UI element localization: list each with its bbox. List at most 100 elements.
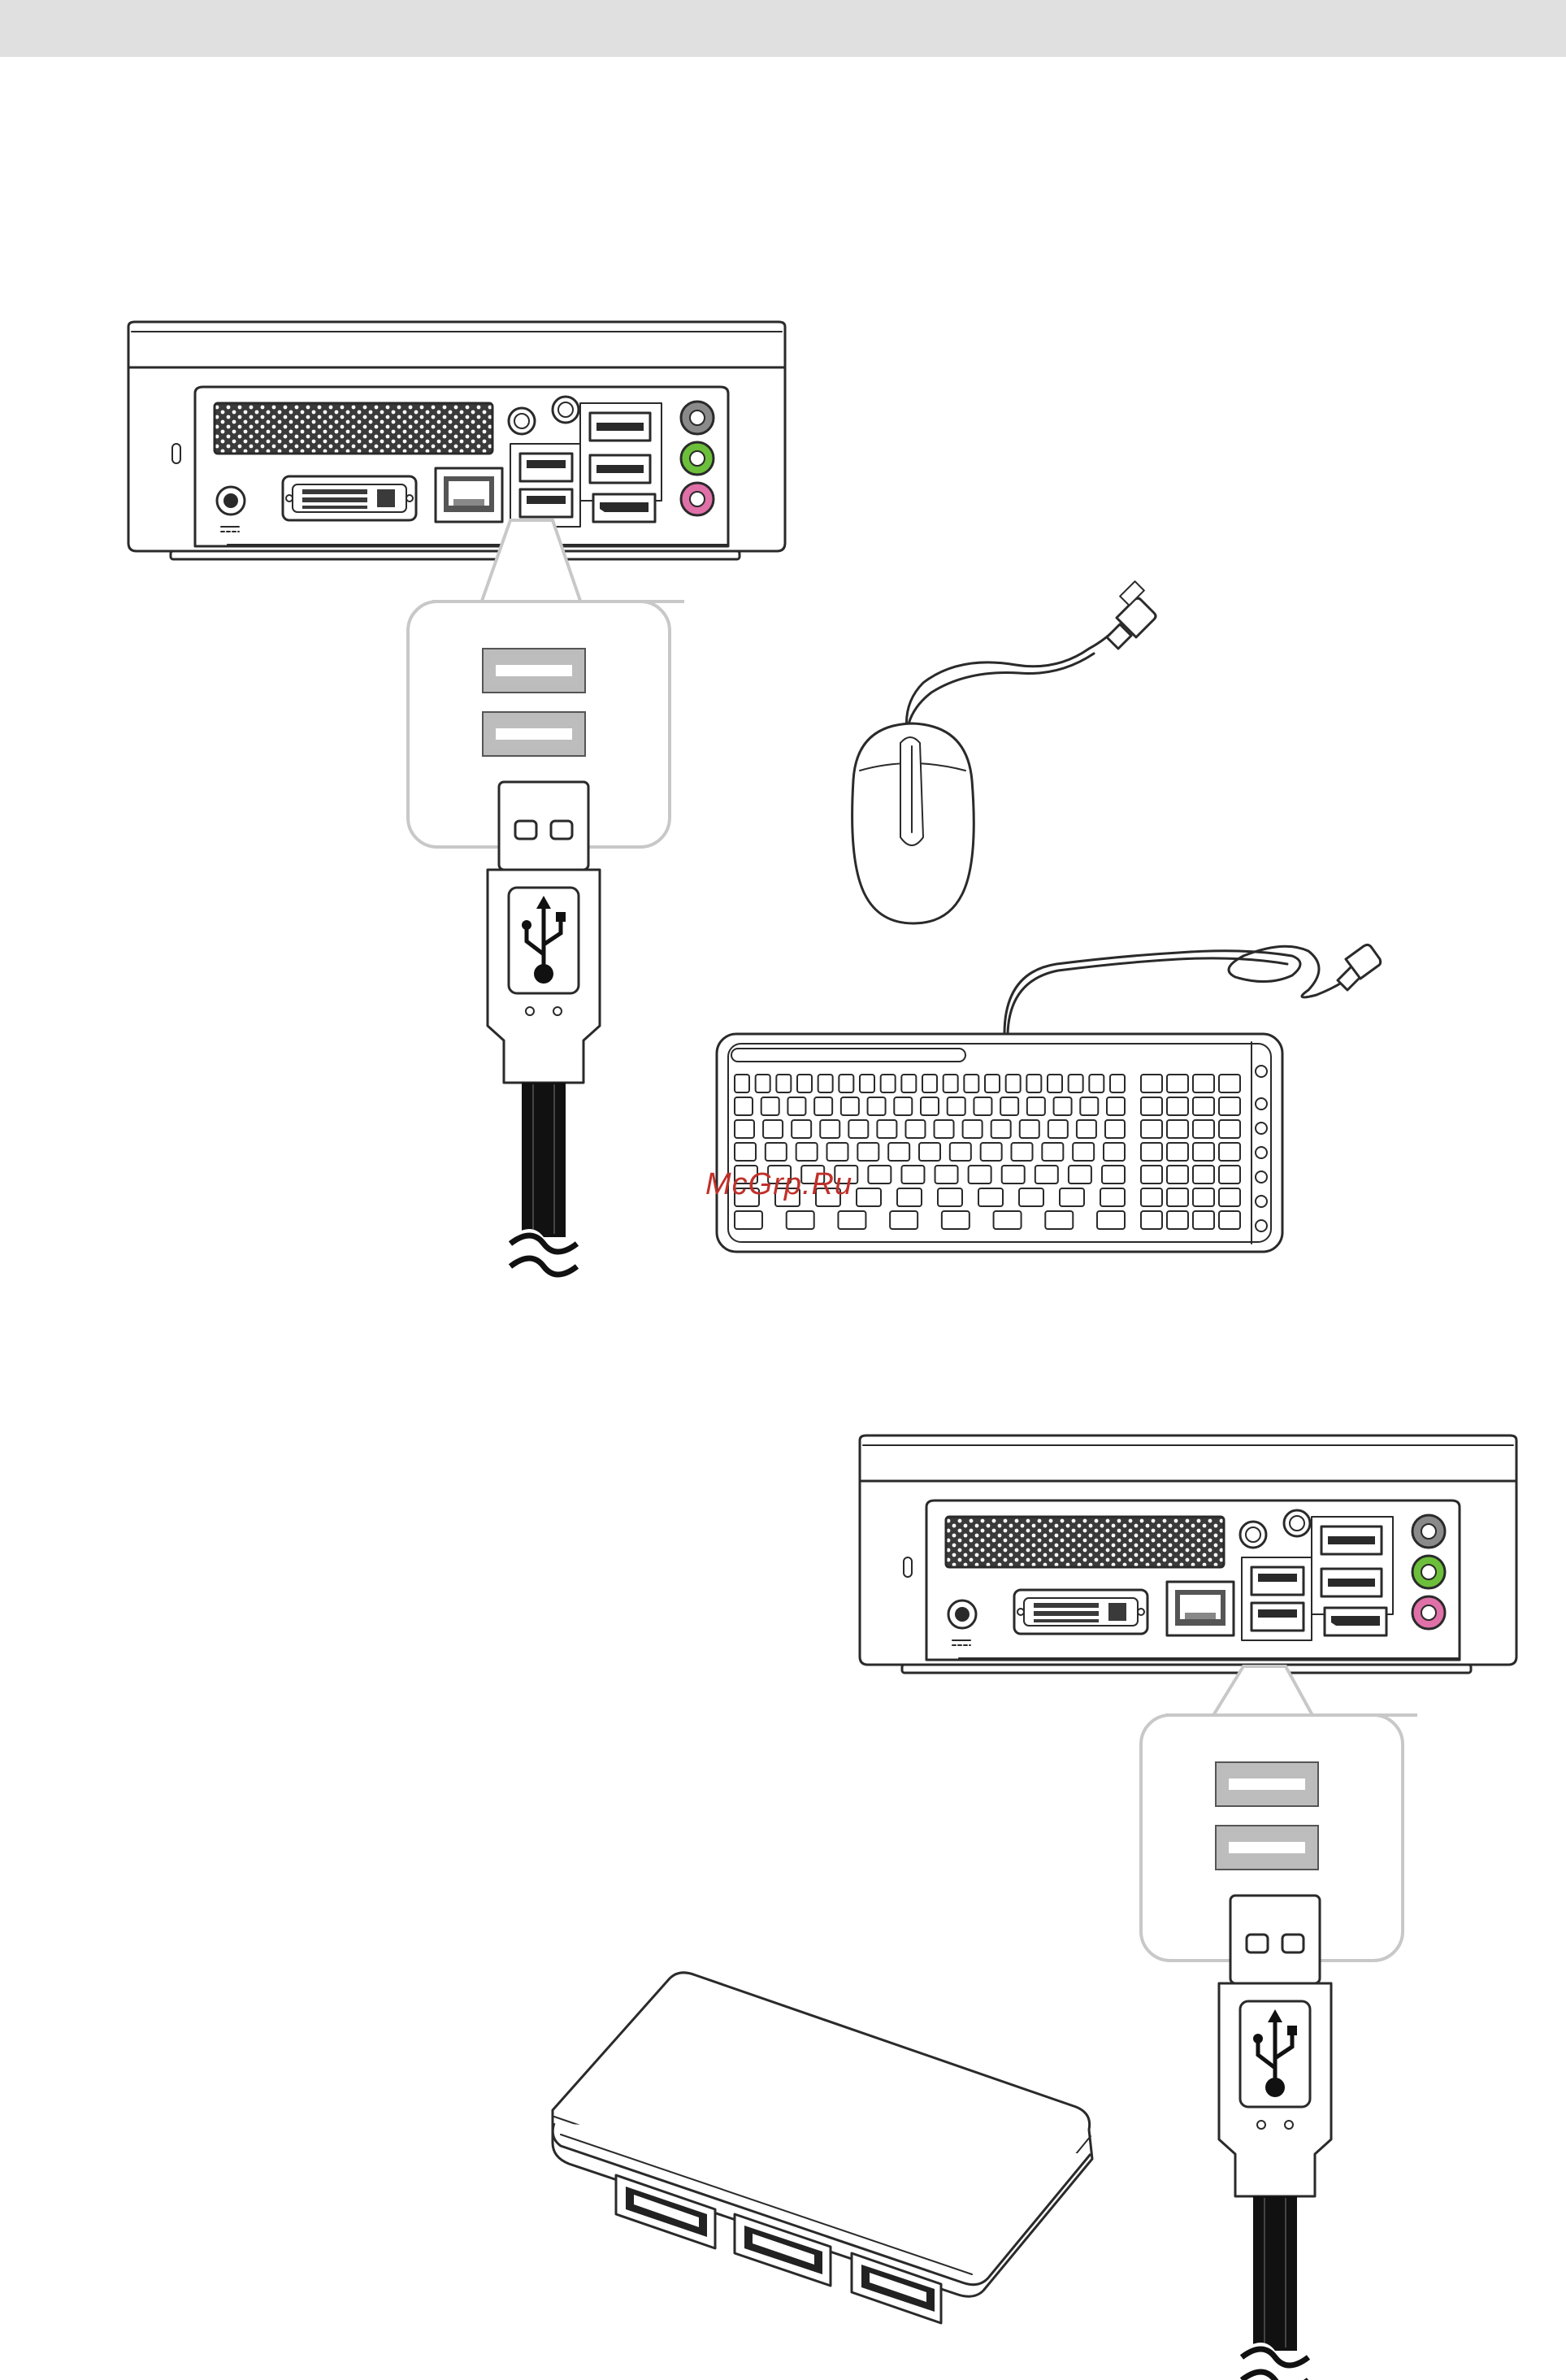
keyboard-key: [1141, 1166, 1162, 1183]
keyboard-key: [1035, 1166, 1058, 1183]
keyboard-key: [985, 1075, 1000, 1092]
keyboard-key: [756, 1075, 770, 1092]
keyboard-key: [938, 1188, 962, 1206]
keyboard-key: [761, 1097, 779, 1115]
keyboard-key: [1020, 1120, 1039, 1138]
keyboard-key: [905, 1120, 925, 1138]
keyboard-key: [1141, 1120, 1162, 1138]
keyboard-key: [797, 1075, 812, 1092]
keyboard-key: [1193, 1075, 1214, 1092]
keyboard-key: [1102, 1166, 1125, 1183]
keyboard-key: [901, 1075, 916, 1092]
keyboard-key: [1141, 1143, 1162, 1161]
keyboard-key: [944, 1075, 958, 1092]
keyboard-key: [894, 1097, 912, 1115]
keyboard-key: [1193, 1120, 1214, 1138]
usb-plug-icon: [488, 782, 600, 1275]
keyboard-key: [1069, 1166, 1091, 1183]
keyboard-key: [877, 1120, 896, 1138]
keyboard-key: [1048, 1075, 1062, 1092]
keyboard-key: [1219, 1143, 1240, 1161]
usb-hub-icon: [553, 1973, 1092, 2323]
keyboard-key: [881, 1075, 896, 1092]
keyboard-key: [1000, 1097, 1018, 1115]
keyboard-key: [1193, 1211, 1214, 1229]
keyboard-key: [868, 1097, 886, 1115]
keyboard-key: [890, 1211, 917, 1229]
keyboard-key: [1107, 1097, 1125, 1115]
keyboard-key: [860, 1075, 874, 1092]
keyboard-key: [868, 1166, 891, 1183]
keyboard-key: [1219, 1166, 1240, 1183]
keyboard-key: [1006, 1075, 1021, 1092]
keyboard-key: [763, 1120, 783, 1138]
keyboard-key: [792, 1120, 811, 1138]
keyboard-key: [922, 1075, 937, 1092]
keyboard-key: [1104, 1143, 1125, 1161]
keyboard-key: [1167, 1120, 1188, 1138]
keyboard-key: [888, 1143, 909, 1161]
keyboard-key: [1193, 1143, 1214, 1161]
keyboard-key: [814, 1097, 832, 1115]
watermark: McGrp.Ru: [705, 1167, 852, 1202]
keyboard-key: [1048, 1120, 1068, 1138]
keyboard-key: [1019, 1188, 1043, 1206]
keyboard-key: [1105, 1120, 1125, 1138]
keyboard-key: [787, 1211, 814, 1229]
keyboard-key: [1167, 1075, 1188, 1092]
keyboard-key: [839, 1075, 853, 1092]
keyboard-key: [838, 1211, 865, 1229]
keyboard-key: [1219, 1120, 1240, 1138]
keyboard-key: [1219, 1188, 1240, 1206]
keyboard-key: [1141, 1097, 1162, 1115]
keyboard-key: [1167, 1143, 1188, 1161]
keyboard-key: [820, 1120, 839, 1138]
keyboard-icon: [717, 945, 1381, 1252]
keyboard-key: [735, 1211, 762, 1229]
keyboard-key: [735, 1120, 754, 1138]
keyboard-key: [796, 1143, 818, 1161]
keyboard-key: [901, 1166, 924, 1183]
keyboard-key: [919, 1143, 940, 1161]
keyboard-key: [848, 1120, 868, 1138]
keyboard-key: [963, 1120, 983, 1138]
keyboard-key: [1080, 1097, 1098, 1115]
keyboard-key: [1060, 1188, 1084, 1206]
keyboard-key: [942, 1211, 970, 1229]
keyboard-key: [766, 1143, 787, 1161]
keyboard-key: [950, 1143, 971, 1161]
keyboard-key: [735, 1075, 749, 1092]
keyboard-key: [1077, 1120, 1096, 1138]
keyboard-key: [1141, 1075, 1162, 1092]
keyboard-key: [1219, 1097, 1240, 1115]
keyboard-key: [857, 1143, 878, 1161]
keyboard-key: [921, 1097, 939, 1115]
keyboard-key: [994, 1211, 1022, 1229]
keyboard-key: [1100, 1188, 1125, 1206]
keyboard-key: [1219, 1211, 1240, 1229]
keyboard-key: [978, 1188, 1003, 1206]
keyboard-key: [1141, 1188, 1162, 1206]
keyboard-key: [787, 1097, 805, 1115]
keyboard-key: [964, 1075, 978, 1092]
keyboard-key: [1141, 1211, 1162, 1229]
keyboard-key: [1012, 1143, 1033, 1161]
keyboard-key: [948, 1097, 965, 1115]
usb-plug-icon: [1219, 1896, 1331, 2380]
keyboard-key: [1002, 1166, 1025, 1183]
keyboard-key: [818, 1075, 833, 1092]
figure-usb-hub: [553, 1435, 1516, 2380]
keyboard-key: [1219, 1075, 1240, 1092]
keyboard-key: [991, 1120, 1011, 1138]
mouse-icon: [852, 581, 1156, 923]
keyboard-key: [1167, 1188, 1188, 1206]
keyboard-key: [1073, 1143, 1094, 1161]
keyboard-key: [935, 1166, 958, 1183]
keyboard-key: [935, 1120, 954, 1138]
mini-pc-rear-icon: [860, 1435, 1516, 1673]
keyboard-key: [735, 1143, 756, 1161]
keyboard-key: [735, 1097, 753, 1115]
keyboard-key: [1054, 1097, 1072, 1115]
keyboard-key: [981, 1143, 1002, 1161]
keyboard-key: [1045, 1211, 1073, 1229]
